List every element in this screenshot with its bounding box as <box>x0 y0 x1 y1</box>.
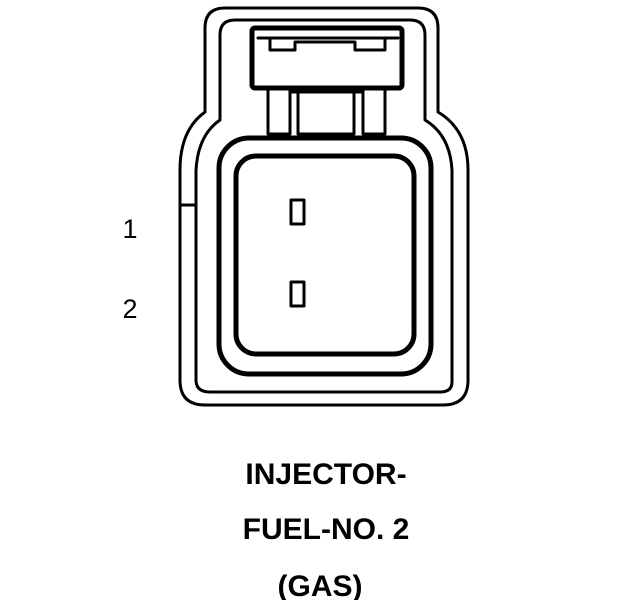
pin-2-cavity <box>289 280 306 308</box>
caption-line-1: INJECTOR- <box>245 458 406 491</box>
pin-cavities <box>289 198 306 308</box>
pin-label-1: 1 <box>122 214 137 244</box>
pin-label-2: 2 <box>122 294 137 324</box>
connector-face <box>216 135 434 377</box>
caption-line-3: (GAS) <box>278 570 363 600</box>
connector-housing <box>178 6 470 407</box>
caption-line-2: FUEL-NO. 2 <box>243 513 410 546</box>
locking-latch <box>249 25 405 136</box>
pin-1-cavity <box>289 198 306 226</box>
